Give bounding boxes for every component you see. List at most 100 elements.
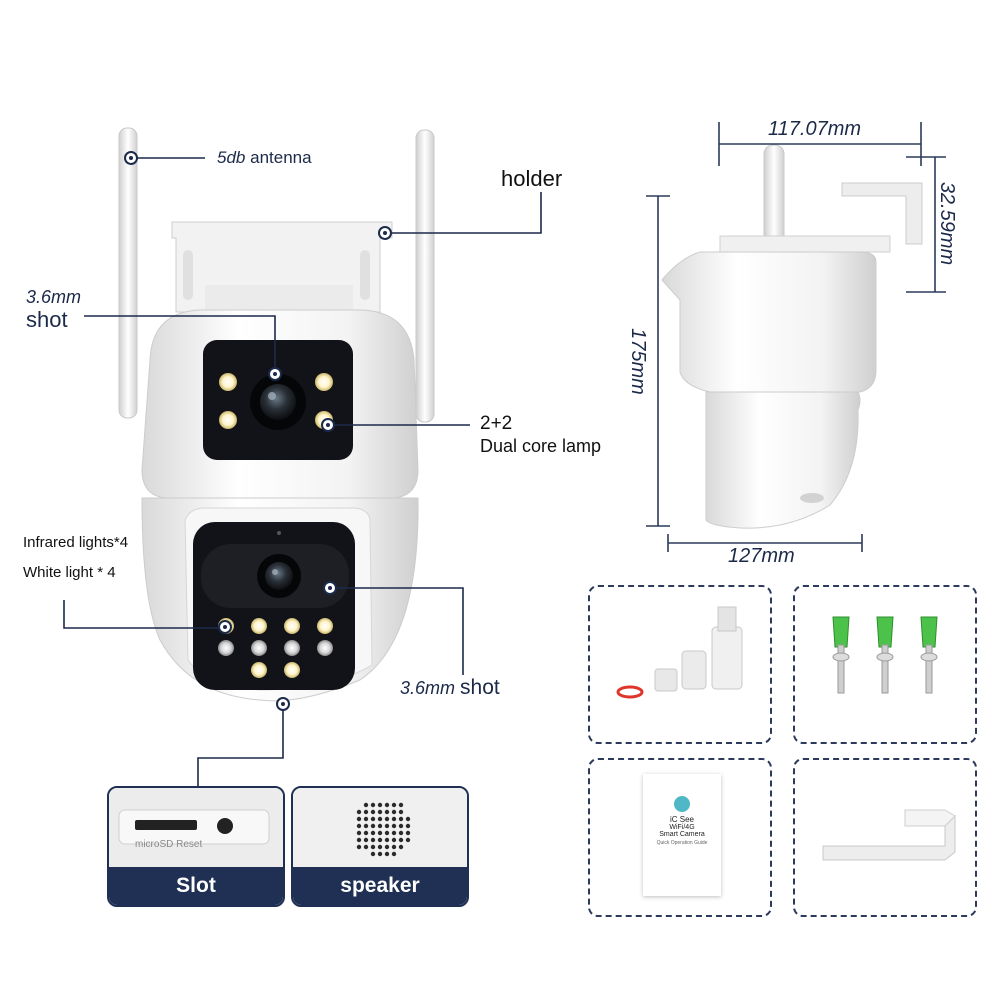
- screw-head: [832, 652, 850, 662]
- speaker-hole: [384, 816, 390, 822]
- speaker-hole: [405, 830, 411, 836]
- speaker-hole: [391, 830, 397, 836]
- speaker-hole: [405, 816, 411, 822]
- speaker-hole: [391, 823, 397, 829]
- lamp-count-label: 2+2: [480, 413, 513, 434]
- wall-bracket-illustration: [822, 809, 956, 861]
- accessory-box-bracket: [793, 758, 977, 917]
- speaker-hole: [377, 837, 383, 843]
- speaker-hole: [356, 830, 362, 836]
- speaker-hole: [398, 816, 404, 822]
- infrared-label: Infrared lights*4: [23, 534, 129, 551]
- accessory-box-manual: iC See WiFi/4G Smart Camera Quick Operat…: [588, 758, 772, 917]
- quick-guide-booklet: iC See WiFi/4G Smart Camera Quick Operat…: [643, 774, 721, 896]
- antenna-text: antenna: [250, 148, 312, 167]
- speaker-panel: speaker: [291, 786, 469, 907]
- speaker-hole: [398, 844, 404, 850]
- speaker-hole: [377, 844, 383, 850]
- holder-bracket: [171, 221, 393, 313]
- speaker-hole: [370, 844, 376, 850]
- speaker-hole: [391, 816, 397, 822]
- antenna-left: [118, 127, 138, 419]
- dim-bracket-depth: 32.59mm: [936, 181, 959, 266]
- dim-width-bottom: 127mm: [728, 545, 795, 567]
- dimension-lines: [646, 122, 946, 552]
- speaker-hole: [377, 809, 383, 815]
- speaker-hole: [391, 802, 397, 808]
- speaker-hole: [356, 823, 362, 829]
- antenna-callout-dot: [124, 151, 138, 165]
- speaker-hole: [370, 837, 376, 843]
- speaker-hole: [398, 802, 404, 808]
- speaker-hole: [370, 816, 376, 822]
- dim-width-top: 117.07mm: [768, 118, 862, 140]
- manual-brand: iC See: [669, 815, 694, 824]
- speaker-hole: [405, 823, 411, 829]
- speaker-hole: [377, 830, 383, 836]
- antenna-right: [415, 129, 435, 423]
- slot-illustration: [109, 788, 283, 872]
- screws-anchors-illustration: [832, 616, 938, 694]
- speaker-hole: [384, 809, 390, 815]
- speaker-illustration: [293, 788, 467, 872]
- screw-head: [920, 652, 938, 662]
- manual-line2: Smart Camera: [659, 831, 705, 838]
- speaker-hole: [391, 837, 397, 843]
- speaker-hole: [363, 802, 369, 808]
- speaker-hole: [384, 823, 390, 829]
- upper-lens: [250, 374, 306, 430]
- waterproof-connector-illustration: [616, 606, 743, 699]
- lamp-text-label: Dual core lamp: [480, 436, 602, 456]
- holder-callout-dot: [378, 226, 392, 240]
- speaker-hole: [370, 809, 376, 815]
- speaker-hole: [363, 837, 369, 843]
- antenna-label: 5db antenna: [217, 148, 312, 168]
- speaker-hole: [384, 844, 390, 850]
- speaker-hole: [363, 823, 369, 829]
- speaker-hole: [391, 809, 397, 815]
- lights-callout-dot: [218, 620, 232, 634]
- speaker-hole: [363, 830, 369, 836]
- speaker-hole: [377, 816, 383, 822]
- speaker-hole: [370, 830, 376, 836]
- speaker-hole: [356, 809, 362, 815]
- speaker-hole: [384, 802, 390, 808]
- wall-anchor: [876, 616, 894, 648]
- speaker-hole: [391, 851, 397, 857]
- speaker-hole: [391, 844, 397, 850]
- speaker-hole: [384, 830, 390, 836]
- lamp-callout-dot: [321, 418, 335, 432]
- speaker-hole: [405, 837, 411, 843]
- speaker-hole: [398, 809, 404, 815]
- accessory-box-mount: [588, 585, 772, 744]
- speaker-hole: [384, 851, 390, 857]
- speaker-hole: [356, 837, 362, 843]
- slot-caption: Slot: [109, 867, 283, 905]
- speaker-hole: [356, 844, 362, 850]
- speaker-hole: [363, 809, 369, 815]
- brand-logo-icon: [674, 796, 690, 812]
- speaker-hole: [363, 816, 369, 822]
- holder-label: holder: [501, 166, 563, 191]
- speaker-hole: [398, 830, 404, 836]
- slot-port-text: microSD Reset: [135, 839, 203, 850]
- speaker-hole: [398, 823, 404, 829]
- manual-line1: WiFi/4G: [669, 824, 695, 831]
- speaker-hole: [370, 851, 376, 857]
- speaker-hole: [377, 851, 383, 857]
- dim-height: 175mm: [626, 328, 649, 395]
- speaker-hole: [356, 816, 362, 822]
- speaker-hole: [377, 802, 383, 808]
- speaker-hole: [384, 837, 390, 843]
- top-lens-mm-label: 3.6mm: [26, 287, 82, 307]
- speaker-hole: [377, 823, 383, 829]
- screw: [837, 644, 845, 694]
- callout-lines: [63, 157, 542, 788]
- white-light-label: White light * 4: [23, 564, 116, 581]
- lower-lens: [257, 554, 301, 598]
- top-lens-shot-label: shot: [26, 307, 68, 332]
- speaker-hole: [398, 837, 404, 843]
- speaker-caption: speaker: [293, 867, 467, 905]
